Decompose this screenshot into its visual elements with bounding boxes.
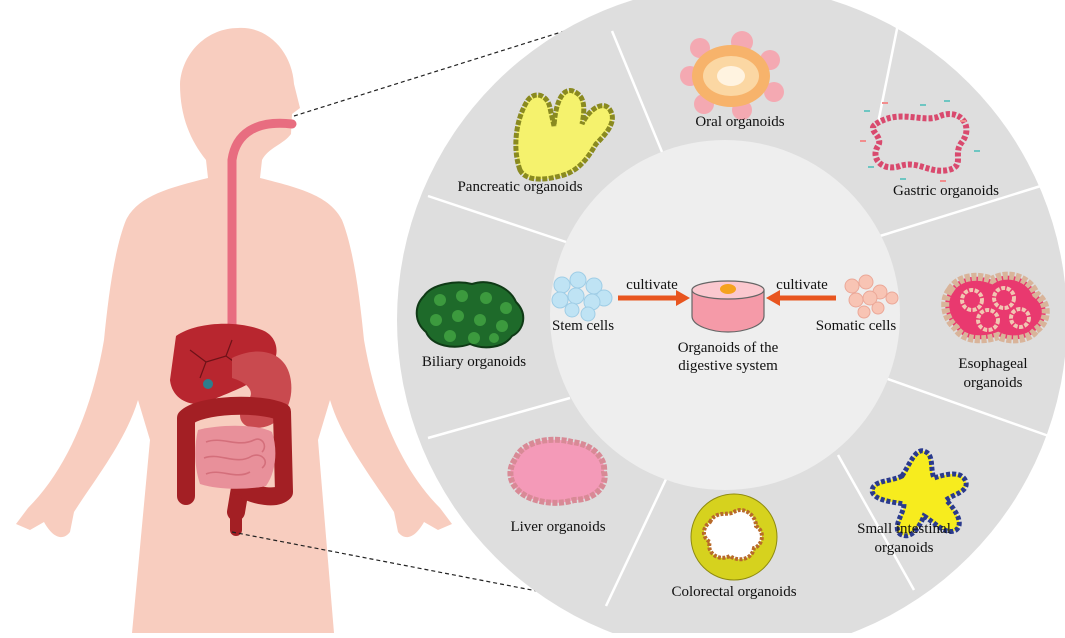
liver-organoid-icon — [507, 436, 608, 506]
arrow-right — [766, 290, 836, 306]
somatic-cells-icon — [844, 274, 899, 319]
arrow-left — [618, 290, 690, 306]
biliary-organoid-icon — [415, 281, 525, 349]
petri-dish-icon — [691, 280, 765, 333]
segment-label-esophageal-1: Esophageal — [958, 356, 1027, 372]
segment-label-gastric: Gastric organoids — [893, 183, 999, 199]
segment-label-pancreatic: Pancreatic organoids — [457, 179, 582, 195]
colon — [177, 396, 293, 521]
esophageal-organoid-icon — [941, 271, 1050, 344]
segment-label-colorectal: Colorectal organoids — [671, 584, 796, 600]
dish-label-line1: Organoids of the — [678, 340, 779, 356]
pancreatic-organoid-icon — [513, 88, 615, 182]
small-intestine-folds — [203, 438, 267, 476]
cultivate-left-label: cultivate — [626, 277, 678, 293]
connector-top — [293, 17, 607, 117]
segment-label-liver: Liver organoids — [510, 519, 605, 535]
segment-label-small-intestinal-1: Small intestinal — [857, 521, 951, 537]
esophagus — [227, 118, 297, 335]
cultivate-right-label: cultivate — [776, 277, 828, 293]
liver — [170, 323, 277, 404]
segment-label-oral: Oral organoids — [695, 114, 784, 130]
gastric-organoid-icon — [860, 100, 980, 182]
human-body — [16, 27, 452, 633]
segment-label-esophageal-2: organoids — [964, 375, 1023, 391]
small-intestinal-organoid-icon — [869, 448, 969, 539]
dish-label-line2: digestive system — [678, 358, 778, 374]
segment-label-small-intestinal-2: organoids — [875, 540, 934, 556]
somatic-cells-label: Somatic cells — [816, 318, 897, 334]
ring-dividers — [427, 13, 1061, 607]
stem-cells-icon — [551, 271, 613, 322]
colorectal-organoid-icon — [690, 493, 778, 581]
gallbladder — [203, 379, 213, 389]
oral-organoid-icon — [680, 31, 784, 120]
stem-cells-label: Stem cells — [552, 318, 614, 334]
segment-label-biliary: Biliary organoids — [422, 354, 526, 370]
